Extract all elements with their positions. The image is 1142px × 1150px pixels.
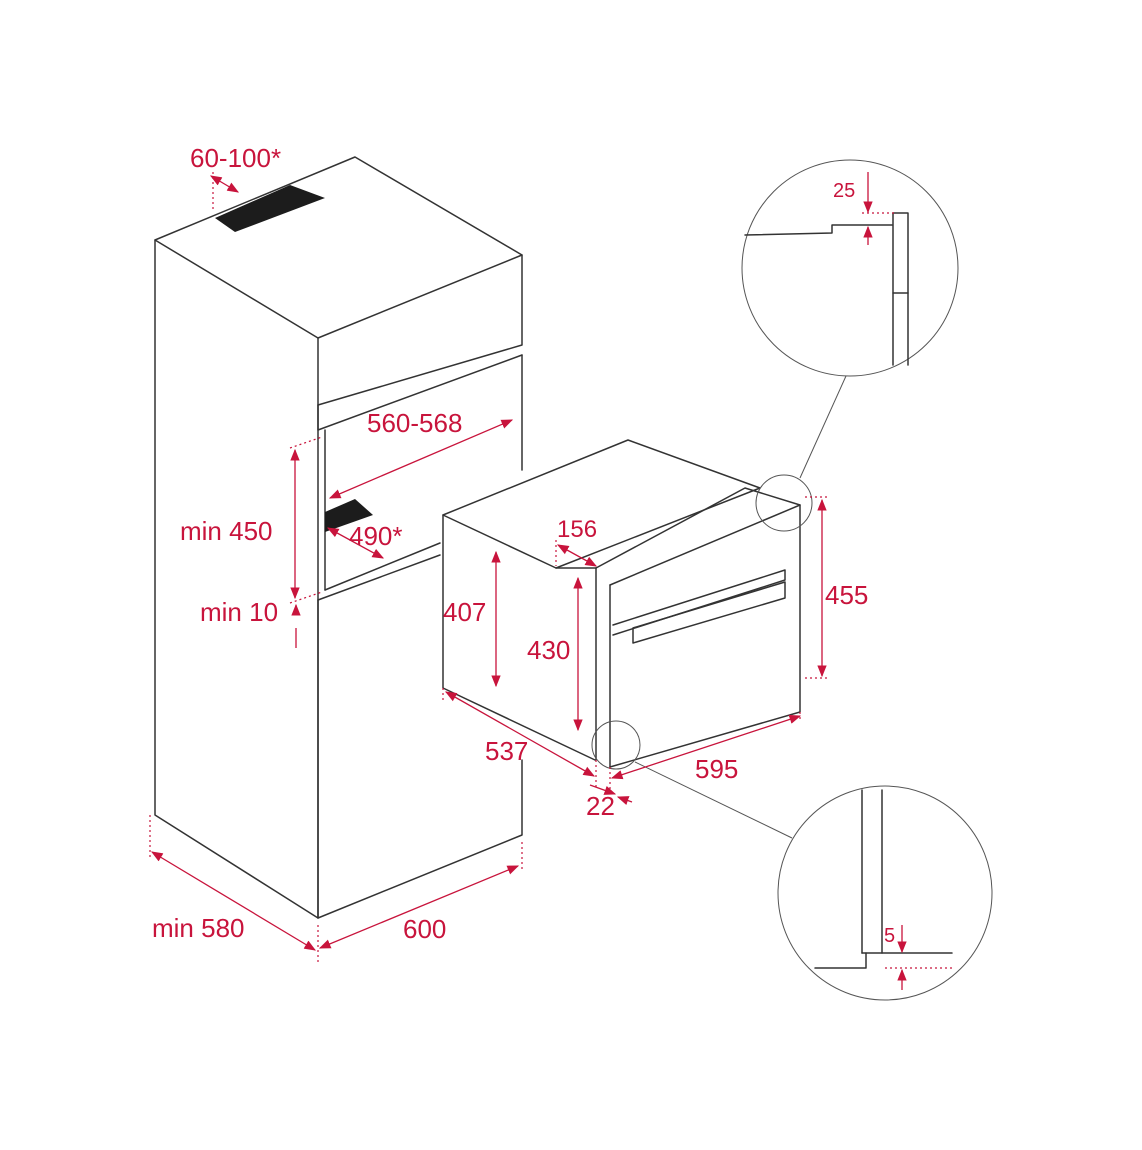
cabinet-lower-front [317, 759, 523, 919]
label-oven-width: 595 [695, 754, 738, 784]
niche-floor-front [317, 554, 441, 601]
bottom-vent-opening [325, 499, 373, 532]
detail-bottom [591, 720, 993, 1001]
label-oven-total-height: 455 [825, 580, 868, 610]
oven-door-top [609, 504, 801, 586]
oven-handle [632, 581, 786, 644]
label-bottom-vent-depth: 490* [349, 521, 403, 551]
oven-front-panel [595, 487, 801, 768]
detail-top [741, 159, 959, 532]
dimension-lines [149, 172, 952, 990]
label-ventilation-gap: 60-100* [190, 143, 281, 173]
label-oven-step: 156 [557, 516, 597, 543]
detail-top-profile [744, 224, 893, 236]
oven-top-face [442, 439, 761, 569]
oven-control-bar [612, 569, 786, 636]
detail-bottom-floor [814, 952, 867, 969]
top-vent-opening [215, 185, 325, 232]
detail-top-circle [741, 159, 959, 377]
label-niche-width: 560-568 [367, 408, 462, 438]
niche-top-edge [317, 354, 523, 431]
label-oven-front-height: 430 [527, 635, 570, 665]
label-door-thickness: 22 [586, 791, 615, 821]
label-min-bottom-clearance: min 10 [200, 597, 278, 627]
oven-left-face [442, 514, 596, 761]
cabinet-upper-right-face [317, 254, 523, 406]
label-cabinet-depth: min 580 [152, 913, 245, 943]
label-detail-top-gap: 25 [833, 180, 855, 202]
label-oven-body-depth: 537 [485, 736, 528, 766]
detail-top-leader [799, 375, 847, 479]
detail-bottom-marker [591, 720, 641, 770]
tall-cabinet [154, 156, 523, 919]
label-oven-body-height: 407 [443, 597, 486, 627]
dimension-labels: 60-100* 560-568 min 450 490* min 10 min … [152, 143, 895, 947]
detail-top-panel [892, 212, 909, 366]
label-cabinet-width: 600 [403, 914, 446, 944]
detail-bottom-circle [777, 785, 993, 1001]
label-niche-height: min 450 [180, 516, 273, 546]
niche-floor-edge [324, 542, 441, 591]
detail-top-marker [755, 474, 813, 532]
cabinet-left-face [154, 239, 319, 919]
label-detail-bottom-gap: 5 [884, 925, 895, 947]
cabinet-top-face [154, 156, 523, 339]
